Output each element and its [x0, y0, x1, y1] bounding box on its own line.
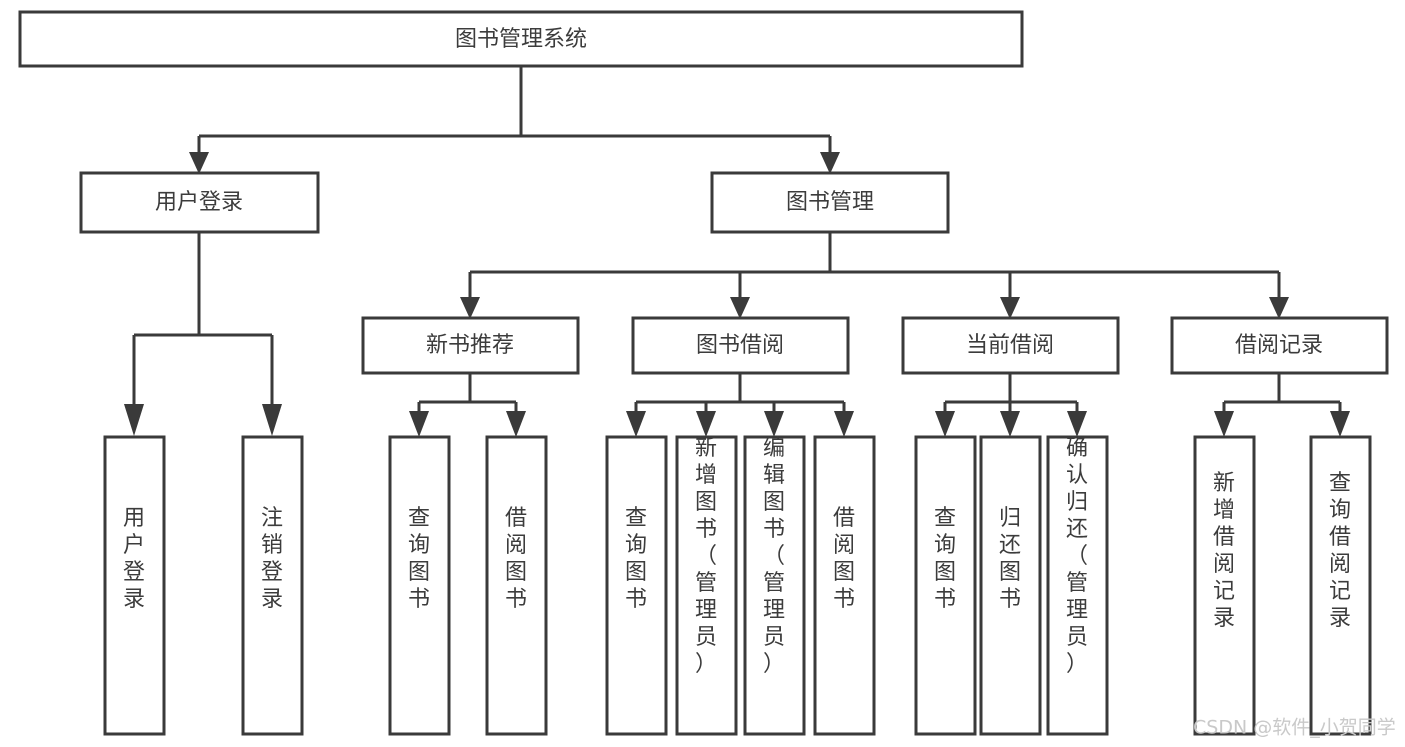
node-new-book-recommend-box[interactable] — [361, 316, 580, 375]
node-leaf-add-book-box[interactable] — [675, 435, 738, 736]
node-leaf-user-login-label: 用户登录 — [123, 506, 145, 612]
node-user-login-label: 用户登录 — [155, 190, 243, 215]
node-leaf-query-book-1-box[interactable] — [388, 435, 451, 736]
node-book-manage-box[interactable] — [710, 171, 950, 234]
node-book-manage[interactable]: 图书管理 — [710, 171, 950, 234]
arrow-head-icon-borrow-record — [1269, 297, 1289, 319]
arrow-head-icon-leaf-user-logout — [262, 404, 282, 436]
leaf-node-layer: 用户登录 注销登录 查询图书 借阅图书 查询图书 新增图书（管理员） 编辑图书（… — [103, 435, 1372, 736]
node-leaf-confirm-return-box[interactable] — [1046, 435, 1109, 736]
node-book-borrow[interactable]: 图书借阅 — [631, 316, 850, 375]
arrow-head-icon-leaf-query-book-3 — [935, 411, 955, 437]
node-borrow-record-label: 借阅记录 — [1235, 333, 1323, 358]
node-leaf-borrow-book-2-box[interactable] — [813, 435, 876, 736]
arrow-head-layer — [124, 152, 1350, 437]
node-leaf-return-book[interactable]: 归还图书 — [979, 435, 1042, 736]
arrow-head-icon-current-borrow — [1000, 297, 1020, 319]
node-leaf-borrow-book-2-label: 借阅图书 — [833, 506, 855, 612]
node-leaf-query-book-2[interactable]: 查询图书 — [605, 435, 668, 736]
arrow-head-icon-leaf-user-login — [124, 404, 144, 436]
arrow-head-icon-leaf-query-book-2 — [626, 411, 646, 437]
node-leaf-user-logout-box[interactable] — [241, 435, 304, 736]
node-leaf-user-logout-label: 注销登录 — [261, 506, 283, 612]
node-leaf-query-book-1-label: 查询图书 — [408, 506, 430, 612]
node-leaf-user-login[interactable]: 用户登录 — [103, 435, 166, 736]
node-leaf-query-book-3-box[interactable] — [914, 435, 977, 736]
node-root[interactable]: 图书管理系统 — [18, 10, 1024, 68]
arrow-head-icon-leaf-add-book — [696, 411, 716, 437]
arrow-head-icon-leaf-borrow-book-2 — [834, 411, 854, 437]
node-leaf-add-record-box[interactable] — [1193, 435, 1256, 736]
node-user-login[interactable]: 用户登录 — [79, 171, 320, 234]
node-current-borrow-box[interactable] — [901, 316, 1120, 375]
arrow-head-icon-user-login — [189, 152, 209, 174]
node-leaf-query-record-label: 查询借阅记录 — [1329, 471, 1351, 631]
node-leaf-query-book-1[interactable]: 查询图书 — [388, 435, 451, 736]
node-leaf-borrow-book-1[interactable]: 借阅图书 — [485, 435, 548, 736]
arrow-head-icon-leaf-borrow-book-1 — [506, 411, 526, 437]
watermark-label: CSDN @软件_小贺同学 — [1193, 717, 1396, 739]
node-borrow-record-box[interactable] — [1170, 316, 1389, 375]
node-new-book-recommend-label: 新书推荐 — [426, 333, 514, 358]
node-leaf-confirm-return[interactable]: 确认归还（管理员） — [1046, 435, 1109, 736]
node-new-book-recommend[interactable]: 新书推荐 — [361, 316, 580, 375]
arrow-head-icon-book-borrow — [730, 297, 750, 319]
node-book-borrow-box[interactable] — [631, 316, 850, 375]
arrow-head-icon-leaf-confirm-return — [1067, 411, 1087, 437]
arrow-head-icon-leaf-return-book — [1000, 411, 1020, 437]
node-leaf-return-book-label: 归还图书 — [999, 506, 1021, 612]
node-book-manage-label: 图书管理 — [786, 190, 874, 215]
node-leaf-borrow-book-1-box[interactable] — [485, 435, 548, 736]
node-user-login-box[interactable] — [79, 171, 320, 234]
node-leaf-return-book-box[interactable] — [979, 435, 1042, 736]
node-leaf-user-login-box[interactable] — [103, 435, 166, 736]
arrow-head-icon-leaf-query-book-1 — [409, 411, 429, 437]
node-leaf-query-record[interactable]: 查询借阅记录 — [1309, 435, 1372, 736]
node-leaf-add-book[interactable]: 新增图书（管理员） — [675, 435, 738, 736]
node-leaf-edit-book[interactable]: 编辑图书（管理员） — [743, 435, 806, 736]
node-leaf-query-book-2-label: 查询图书 — [625, 506, 647, 612]
node-current-borrow[interactable]: 当前借阅 — [901, 316, 1120, 375]
arrow-head-icon-leaf-edit-book — [764, 411, 784, 437]
arrow-head-icon-book-manage — [820, 152, 840, 174]
node-leaf-confirm-return-label: 确认归还（管理员） — [1066, 436, 1088, 677]
arrow-head-icon-leaf-add-record — [1214, 411, 1234, 437]
node-leaf-query-book-3-label: 查询图书 — [934, 506, 956, 612]
node-current-borrow-label: 当前借阅 — [966, 333, 1054, 358]
node-book-borrow-label: 图书借阅 — [696, 333, 784, 358]
node-leaf-add-book-label: 新增图书（管理员） — [695, 436, 717, 677]
node-leaf-add-record-label: 新增借阅记录 — [1213, 471, 1235, 631]
node-leaf-query-record-box[interactable] — [1309, 435, 1372, 736]
node-leaf-borrow-book-2[interactable]: 借阅图书 — [813, 435, 876, 736]
node-root-box[interactable] — [18, 10, 1024, 68]
arrow-head-icon-new-book — [460, 297, 480, 319]
node-leaf-add-record[interactable]: 新增借阅记录 — [1193, 435, 1256, 736]
node-leaf-edit-book-label: 编辑图书（管理员） — [763, 436, 785, 677]
node-borrow-record[interactable]: 借阅记录 — [1170, 316, 1389, 375]
node-leaf-query-book-3[interactable]: 查询图书 — [914, 435, 977, 736]
node-root-label: 图书管理系统 — [455, 27, 587, 52]
node-leaf-query-book-2-box[interactable] — [605, 435, 668, 736]
node-leaf-borrow-book-1-label: 借阅图书 — [505, 506, 527, 612]
node-leaf-user-logout[interactable]: 注销登录 — [241, 435, 304, 736]
node-leaf-edit-book-box[interactable] — [743, 435, 806, 736]
arrow-head-icon-leaf-query-record — [1330, 411, 1350, 437]
connector-layer — [132, 66, 1342, 412]
